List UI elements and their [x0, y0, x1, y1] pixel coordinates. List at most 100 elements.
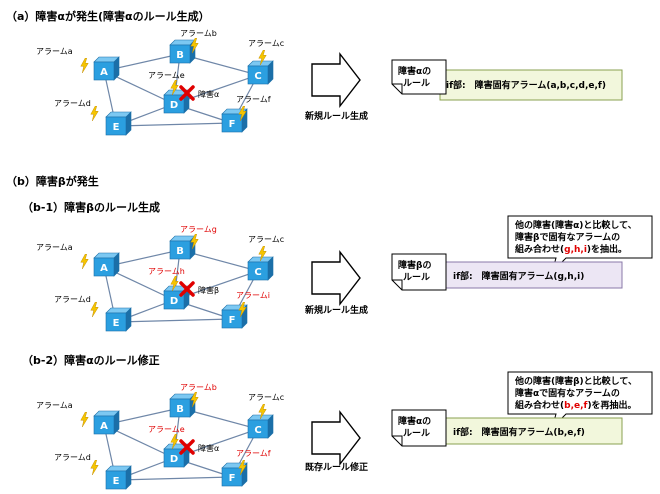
- alarm-bolt-icon: [90, 302, 99, 317]
- callout-b1-line1: 他の障害(障害α)と比較して、: [514, 219, 637, 231]
- alarm-d: アラームd: [54, 453, 99, 475]
- alarm-f: アラームf: [236, 449, 271, 475]
- node-a: A: [93, 56, 120, 81]
- alarm-label: アラームc: [248, 235, 284, 244]
- alarm-label: アラームg: [180, 225, 217, 234]
- callout-b2-line2: 障害αで固有なアラームの: [515, 387, 620, 399]
- alarm-bolt-icon: [90, 106, 99, 121]
- node-b: B: [169, 393, 196, 418]
- callout-b2-line1: 他の障害(障害β)と比較して、: [514, 375, 637, 387]
- section-a-title: （a）障害αが発生(障害αのルール生成）: [6, 9, 210, 23]
- fault-label: 障害α: [198, 443, 219, 453]
- callout-b2: 他の障害(障害β)と比較して、 障害αで固有なアラームの 組み合わせ(b,e,f…: [507, 371, 653, 430]
- node-label: A: [100, 263, 108, 274]
- alarm-c: アラームc: [248, 393, 284, 419]
- rule-b1-card-line2: ルール: [403, 272, 430, 283]
- section-b-title: （b）障害βが発生: [6, 174, 99, 188]
- rule-b1-if: if部: 障害固有アラーム(g,h,i): [453, 270, 584, 282]
- rule-b2-card-line1: 障害αの: [398, 415, 431, 427]
- alarm-f: アラームf: [236, 95, 271, 121]
- network-diagram-b1: A B C D E F アラームa アラームg アラームc アラームd アラームh アラームi 障害β: [36, 225, 284, 332]
- node-label: D: [170, 296, 178, 307]
- node-label: C: [254, 267, 261, 278]
- alarm-i: アラームi: [236, 291, 270, 317]
- alarm-label: アラームb: [180, 383, 217, 392]
- alarm-c: アラームc: [248, 39, 284, 65]
- node-a: A: [93, 410, 120, 435]
- section-b2-title: （b-2）障害αのルール修正: [22, 353, 160, 367]
- arrow-label-a: 新規ルール生成: [305, 110, 368, 122]
- network-link: [115, 476, 233, 481]
- alarm-label: アラームe: [148, 71, 185, 80]
- node-b: B: [169, 39, 196, 64]
- fault-label: 障害β: [198, 285, 219, 295]
- node-label: E: [113, 318, 120, 329]
- callout-b2-line3: 組み合わせ(b,e,f)を再抽出。: [515, 399, 637, 411]
- node-label: B: [176, 246, 184, 257]
- alarm-d: アラームd: [54, 295, 99, 317]
- rule-b1-card-line1: 障害βの: [398, 259, 431, 271]
- alarm-label: アラームd: [54, 295, 91, 304]
- alarm-a: アラームa: [36, 401, 89, 427]
- alarm-label: アラームb: [180, 29, 217, 38]
- alarm-d: アラームd: [54, 99, 99, 121]
- node-label: C: [254, 71, 261, 82]
- alarm-label: アラームa: [36, 243, 73, 252]
- callout-b1-line3: 組み合わせ(g,h,i)を抽出。: [515, 243, 627, 255]
- rule-b2-card-line2: ルール: [403, 428, 430, 439]
- callout-b1-line3-pre: 組み合わせ(: [515, 243, 564, 255]
- node-a: A: [93, 252, 120, 277]
- alarm-bolt-icon: [80, 58, 89, 73]
- alarm-label: アラームi: [236, 291, 270, 300]
- network-link: [115, 318, 233, 323]
- callout-b1: 他の障害(障害α)と比較して、 障害βで固有なアラームの 組み合わせ(g,h,i…: [507, 215, 653, 274]
- alarm-bolt-icon: [80, 412, 89, 427]
- callout-b1-line3-highlight: g,h,i: [564, 245, 587, 255]
- alarm-a: アラームa: [36, 47, 89, 73]
- alarm-bolt-icon: [80, 254, 89, 269]
- alarm-e: アラームe: [148, 425, 185, 449]
- node-label: B: [176, 50, 184, 61]
- alarm-c: アラームc: [248, 235, 284, 261]
- alarm-label: アラームf: [236, 449, 271, 458]
- alarm-bolt-icon: [90, 460, 99, 475]
- node-b: B: [169, 235, 196, 260]
- callout-b1-line2: 障害βで固有なアラームの: [515, 231, 620, 243]
- rule-a-card-line2: ルール: [403, 78, 430, 89]
- rule-a-card-line1: 障害αの: [398, 65, 431, 77]
- node-label: F: [229, 119, 236, 130]
- callout-b2-line3-post: )を再抽出。: [587, 399, 636, 411]
- node-label: B: [176, 404, 184, 415]
- node-label: E: [113, 122, 120, 133]
- callout-b2-line3-pre: 組み合わせ(: [515, 399, 564, 411]
- network-link: [115, 122, 233, 127]
- alarm-label: アラームe: [148, 425, 185, 434]
- alarm-b: アラームb: [180, 29, 217, 53]
- alarm-label: アラームf: [236, 95, 271, 104]
- node-label: A: [100, 67, 108, 78]
- alarm-label: アラームd: [54, 453, 91, 462]
- node-label: C: [254, 425, 261, 436]
- node-label: D: [170, 100, 178, 111]
- arrow-label-b1: 新規ルール生成: [305, 304, 368, 316]
- node-e: E: [105, 465, 132, 490]
- alarm-label: アラームc: [248, 393, 284, 402]
- fault-cross-icon: [179, 439, 195, 455]
- node-label: F: [229, 473, 236, 484]
- rule-b1: if部: 障害固有アラーム(g,h,i) 障害βの ルール: [391, 253, 623, 291]
- fault-cross-icon: [179, 85, 195, 101]
- arrow-new-rule-a: 新規ルール生成: [305, 51, 368, 122]
- alarm-label: アラームc: [248, 39, 284, 48]
- callout-b1-line3-post: )を抽出。: [587, 243, 627, 255]
- node-label: E: [113, 476, 120, 487]
- node-label: D: [170, 454, 178, 465]
- network-diagram-b2: A B C D E F アラームa アラームb アラームc アラームd アラームe アラームf 障害α: [36, 383, 284, 490]
- alarm-h: アラームh: [148, 267, 185, 291]
- node-c: C: [247, 414, 274, 439]
- node-label: F: [229, 315, 236, 326]
- fault-label: 障害α: [198, 89, 219, 99]
- node-d: D: [163, 443, 190, 468]
- arrow-new-rule-b1: 新規ルール生成: [305, 249, 368, 316]
- alarm-g: アラームg: [180, 225, 217, 249]
